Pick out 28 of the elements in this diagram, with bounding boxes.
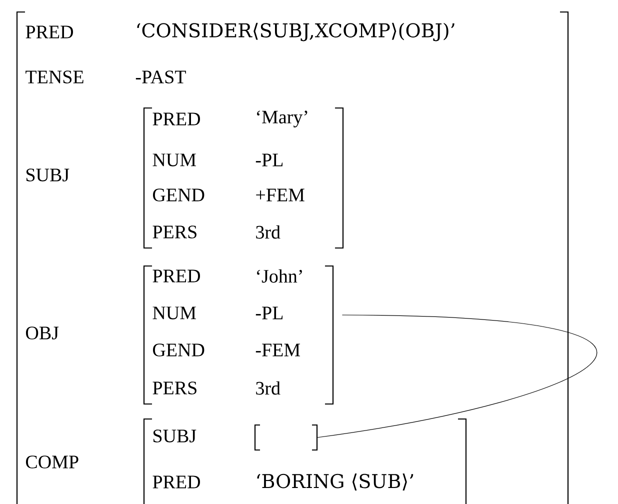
attribute-name: PERS — [152, 382, 196, 394]
attribute-name: GEND — [152, 188, 204, 202]
attribute-value: -PL — [256, 154, 283, 166]
attribute-name: PRED — [152, 476, 200, 488]
attribute-name: NUM — [152, 154, 196, 166]
empty-bracket — [254, 424, 318, 451]
attribute-value: -PL — [256, 306, 283, 320]
attribute-value: ‘BORING ⟨SUB⟩’ — [257, 474, 414, 490]
attribute-name: SUBJ — [153, 430, 196, 442]
attribute-value: ‘CONSIDER⟨SUBJ,XCOMP⟩(OBJ)’ — [137, 22, 454, 42]
attribute-name: PRED — [152, 270, 200, 282]
attribute-value: -PAST — [136, 70, 186, 84]
attribute-value: ‘Mary’ — [257, 110, 308, 128]
connector-line — [316, 314, 597, 438]
attribute-value: ‘John’ — [257, 269, 302, 283]
attribute-value: 3rd — [256, 225, 280, 239]
attribute-value: +FEM — [256, 188, 304, 202]
attribute-name: SUBJ — [26, 168, 70, 182]
attribute-name: OBJ — [26, 326, 59, 340]
attribute-name: GEND — [152, 344, 204, 356]
attribute-value: 3rd — [256, 381, 280, 395]
attribute-name: PRED — [152, 112, 200, 126]
attribute-name: PRED — [26, 26, 73, 38]
attribute-name: PERS — [152, 226, 196, 238]
attribute-name: TENSE — [26, 70, 84, 84]
attribute-name: NUM — [152, 306, 196, 320]
attribute-value: -FEM — [256, 344, 300, 356]
attribute-name: COMP — [26, 456, 78, 468]
